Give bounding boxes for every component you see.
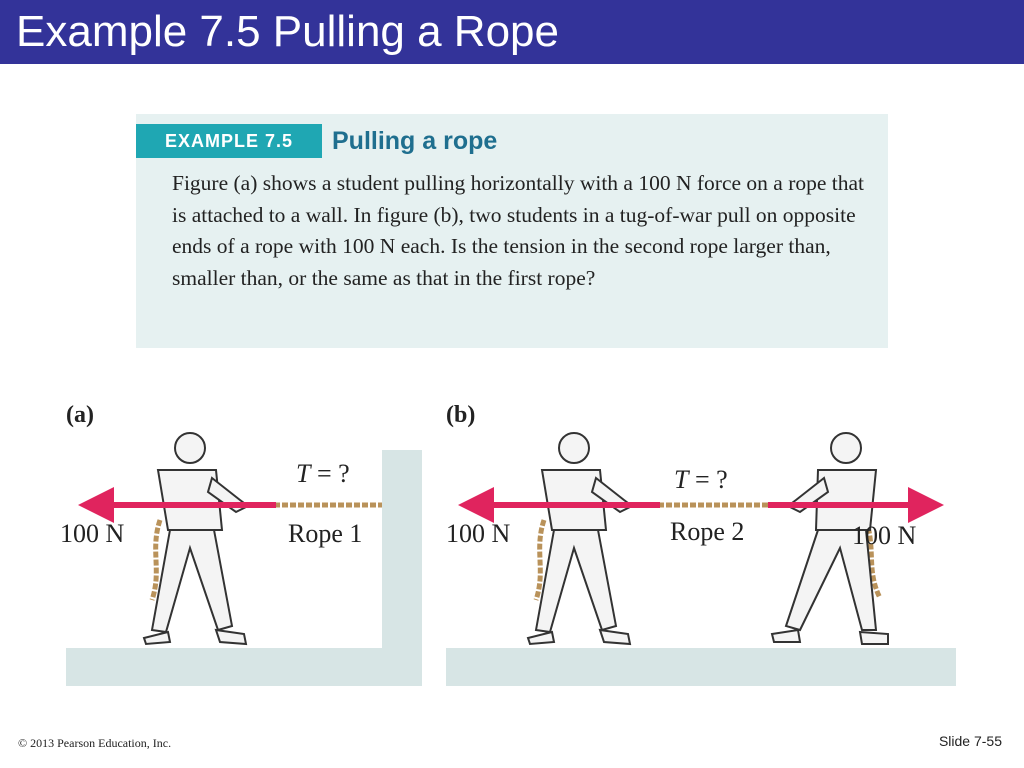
force-label-b-left: 100 N: [446, 519, 511, 548]
student-b-left: [526, 432, 634, 646]
example-label: EXAMPLE 7.5: [136, 124, 322, 158]
floor-a: [66, 648, 422, 686]
figure: (a) T = ? Rope 1 100 N (b): [60, 402, 956, 686]
tension-label-a: T = ?: [296, 459, 350, 488]
tension-rest-b: = ?: [688, 465, 727, 494]
slide-number: Slide 7-55: [938, 733, 1002, 749]
copyright: © 2013 Pearson Education, Inc.: [18, 736, 172, 750]
panel-a: (a) T = ? Rope 1 100 N: [60, 402, 422, 686]
slide-title: Example 7.5 Pulling a Rope: [16, 7, 559, 56]
example-heading: Pulling a rope: [332, 127, 498, 155]
tension-label-b: T = ?: [674, 465, 728, 494]
rope-1-label: Rope 1: [288, 519, 362, 548]
rope-2-tail-left: [533, 519, 547, 601]
tension-rest-a: = ?: [310, 459, 349, 488]
panel-a-label: (a): [66, 402, 94, 428]
panel-b-label: (b): [446, 402, 475, 428]
tension-var-b: T: [674, 465, 690, 494]
force-label-a: 100 N: [60, 519, 125, 548]
example-box: EXAMPLE 7.5 Pulling a rope Figure (a) sh…: [136, 114, 888, 348]
rope-2-label: Rope 2: [670, 517, 744, 546]
title-bar: Example 7.5 Pulling a Rope: [0, 0, 1024, 64]
floor-b: [446, 648, 956, 686]
wall: [382, 450, 422, 650]
example-body: Figure (a) shows a student pulling horiz…: [172, 171, 865, 290]
rope-1-tail: [149, 519, 163, 601]
force-label-b-right: 100 N: [852, 521, 917, 550]
tension-var-a: T: [296, 459, 312, 488]
panel-b: (b) T = ? Rope 2 1: [446, 402, 956, 686]
student-a: [142, 432, 250, 646]
